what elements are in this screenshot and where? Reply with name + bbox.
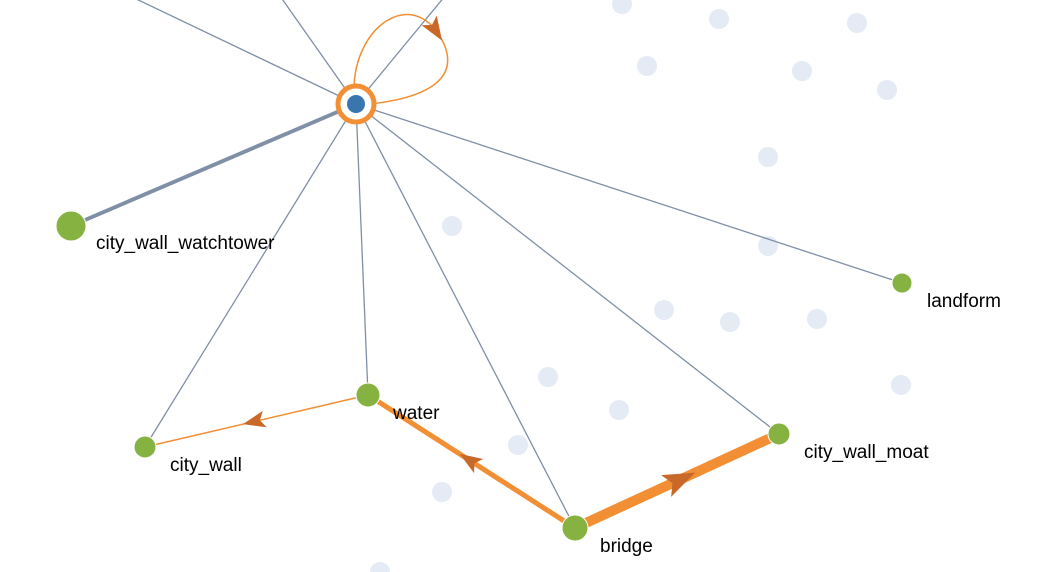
faded-node (508, 435, 528, 455)
edge-city_wall_watchtower (70, 102, 357, 228)
faded-node (877, 80, 897, 100)
node-label: city_wall_watchtower (96, 233, 275, 254)
faded-node (654, 300, 674, 320)
faded-node (847, 13, 867, 33)
node-label: city_wall (170, 455, 242, 476)
faded-node (709, 9, 729, 29)
edge-city_wall (144, 103, 357, 448)
faded-node (891, 375, 911, 395)
arrow-icon (459, 453, 484, 474)
faded-node (792, 61, 812, 81)
arrow-icon (242, 410, 267, 428)
node-city_wall_watchtower (55, 210, 87, 242)
edge-offscreen_a (136, 0, 357, 105)
center-node (347, 95, 365, 113)
faded-node (758, 147, 778, 167)
edge-water (355, 103, 369, 396)
edge-offscreen_b (282, 0, 357, 105)
node-city_wall (133, 435, 157, 459)
faded-node (432, 482, 452, 502)
faded-node (807, 309, 827, 329)
faded-node (442, 216, 462, 236)
node-label: landform (927, 291, 1001, 312)
arrow-icon (661, 472, 696, 497)
faded-node (538, 367, 558, 387)
node-landform (891, 272, 913, 294)
node-label: bridge (600, 536, 653, 557)
node-bridge (561, 514, 589, 542)
faded-node (720, 312, 740, 332)
faded-node (637, 56, 657, 76)
edge-city_wall_moat (355, 103, 780, 435)
faded-node (612, 0, 632, 14)
node-water (355, 382, 381, 408)
edge-landform (355, 103, 903, 284)
edge-offscreen_c (355, 0, 443, 105)
node-label: city_wall_moat (804, 442, 929, 463)
node-city_wall_moat (767, 422, 791, 446)
edge-bridge (355, 103, 576, 529)
faded-node (370, 562, 390, 572)
node-label: water (392, 403, 440, 424)
faded-node (609, 400, 629, 420)
arrow-icon (421, 15, 443, 41)
